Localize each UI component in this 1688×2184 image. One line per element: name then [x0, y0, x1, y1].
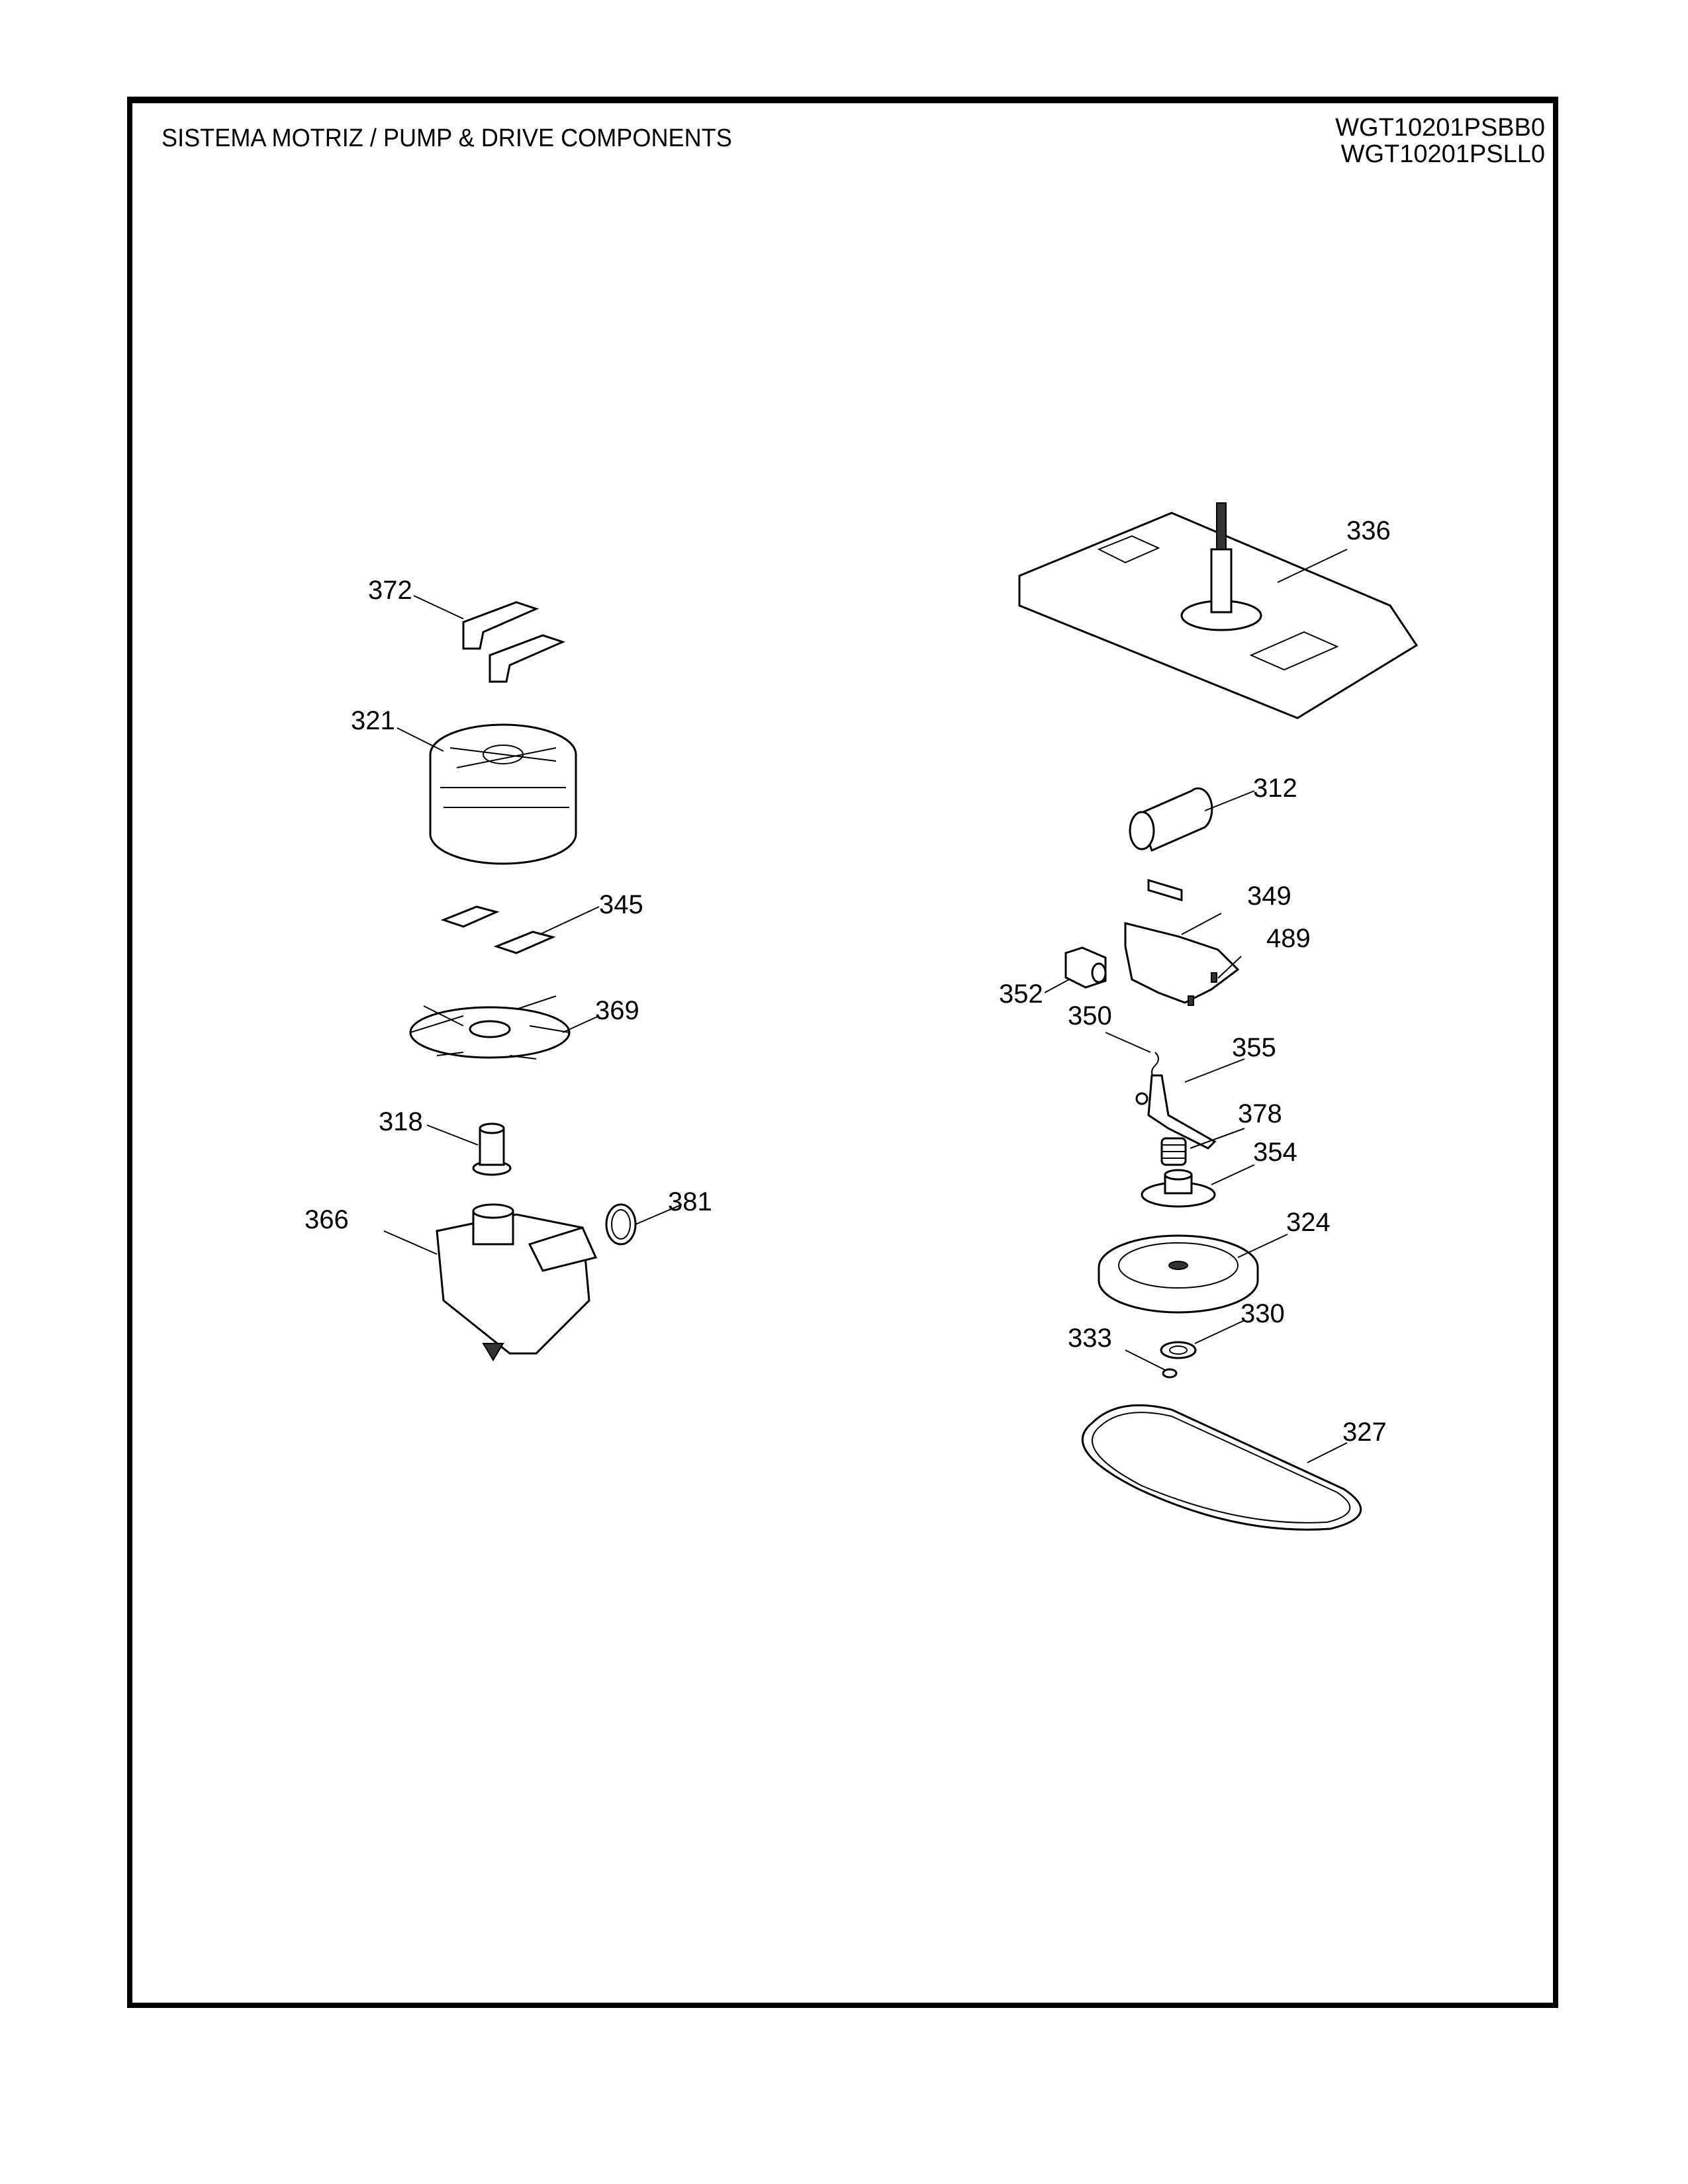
callout-345: 345: [599, 890, 643, 919]
part-333-retaining-ring[interactable]: [1125, 1349, 1178, 1379]
model-number-1: WGT10201PSBB0: [1335, 114, 1545, 142]
part-345-motor-clips[interactable]: [440, 905, 600, 954]
part-378-spring[interactable]: [1160, 1128, 1245, 1166]
part-366-drain-pump[interactable]: [383, 1203, 598, 1361]
callout-352: 352: [999, 979, 1043, 1009]
model-number-2: WGT10201PSLL0: [1340, 140, 1545, 168]
callout-327: 327: [1342, 1418, 1387, 1447]
callout-366: 366: [305, 1205, 349, 1234]
callout-355: 355: [1232, 1033, 1276, 1062]
callout-372: 372: [368, 576, 412, 605]
callout-318: 318: [379, 1107, 423, 1136]
part-324-pulley[interactable]: [1098, 1234, 1288, 1314]
callout-349: 349: [1247, 882, 1291, 911]
callout-324: 324: [1286, 1208, 1331, 1237]
callout-369: 369: [595, 996, 639, 1025]
part-381-hose-clamp[interactable]: [605, 1203, 682, 1246]
part-354-clutch-gear[interactable]: [1141, 1164, 1255, 1208]
callout-381: 381: [668, 1187, 712, 1216]
part-355-shift-fork[interactable]: [1135, 1058, 1245, 1150]
callout-354: 354: [1253, 1138, 1297, 1167]
part-352-actuator-motor[interactable]: [1044, 946, 1107, 993]
callout-336: 336: [1346, 516, 1391, 545]
callout-333: 333: [1068, 1324, 1112, 1353]
part-336-mounting-plate-transmission[interactable]: [1018, 502, 1419, 719]
callout-350: 350: [1068, 1001, 1112, 1030]
part-318-coupling[interactable]: [426, 1122, 512, 1176]
part-312-capacitor[interactable]: [1129, 787, 1255, 902]
callout-312: 312: [1253, 774, 1297, 803]
part-321-motor[interactable]: [397, 723, 577, 865]
part-330-washer[interactable]: [1160, 1320, 1245, 1359]
callout-489: 489: [1266, 924, 1311, 953]
diagram-title: SISTEMA MOTRIZ / PUMP & DRIVE COMPONENTS: [162, 124, 732, 152]
part-327-drive-belt[interactable]: [1081, 1404, 1362, 1531]
part-349-actuator-bracket[interactable]: [1124, 913, 1240, 1004]
part-489-screws[interactable]: [1188, 956, 1242, 1006]
callout-378: 378: [1238, 1099, 1282, 1128]
callout-321: 321: [351, 706, 395, 735]
part-369-fan-blade[interactable]: [409, 995, 600, 1060]
part-372-motor-brackets[interactable]: [413, 595, 566, 683]
page-border: [127, 97, 1558, 2008]
callout-330: 330: [1241, 1299, 1285, 1328]
